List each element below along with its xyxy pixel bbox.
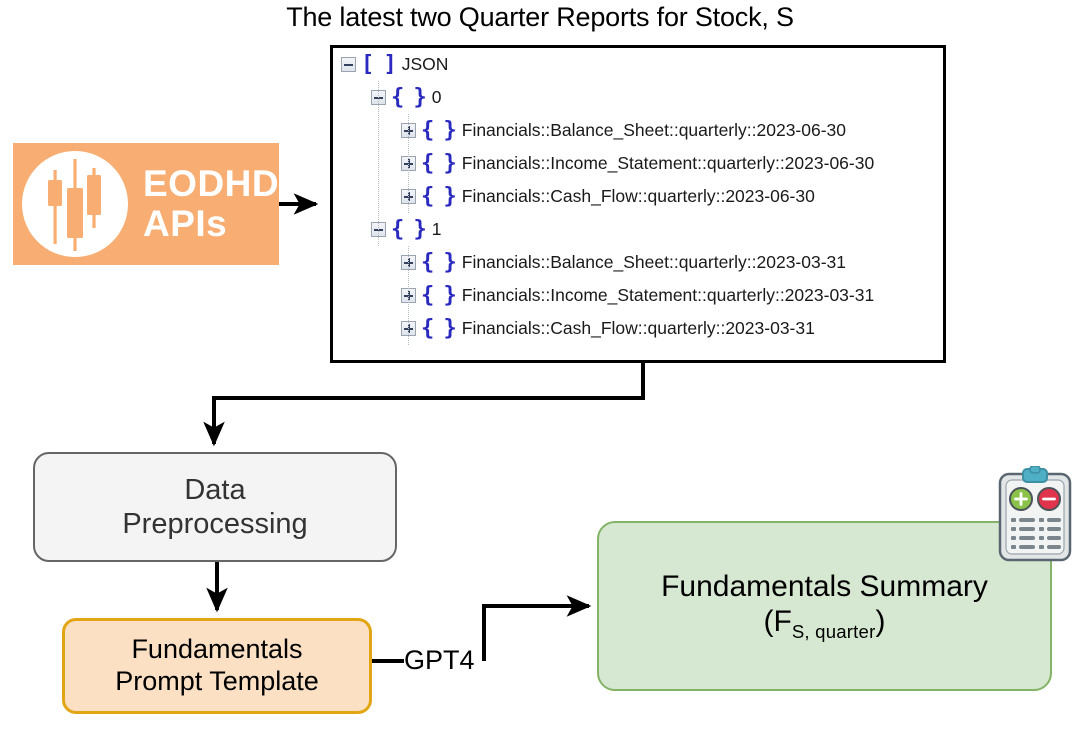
summary-line1: Fundamentals Summary [661, 569, 988, 603]
tree-guide-line [408, 246, 409, 345]
tree-row-label: 0 [431, 87, 442, 107]
node-fundamentals-summary[interactable]: Fundamentals Summary (FS, quarter) [597, 521, 1052, 691]
json-tree-panel[interactable]: [ ]JSON{ }0{ }Financials::Balance_Sheet:… [330, 45, 946, 363]
tree-row[interactable]: { }Financials::Income_Statement::quarter… [333, 147, 943, 180]
tree-row[interactable]: { }0 [333, 81, 943, 114]
json-bracket-icon: { } [421, 117, 457, 143]
tree-row[interactable]: { }1 [333, 213, 943, 246]
node-data-preprocessing[interactable]: Data Preprocessing [33, 452, 397, 562]
tree-row-label: Financials::Income_Statement::quarterly:… [461, 285, 875, 305]
tree-guide-line [408, 114, 409, 213]
eodhd-name-line1: EODHD [143, 163, 280, 205]
tree-row[interactable]: { }Financials::Cash_Flow::quarterly::202… [333, 312, 943, 345]
eodhd-name-line2: APIs [143, 203, 228, 244]
summary-text: Fundamentals Summary (FS, quarter) [647, 569, 1002, 643]
json-bracket-icon: { } [421, 315, 457, 341]
prompt-text: Fundamentals Prompt Template [115, 634, 319, 698]
preprocess-text: Data Preprocessing [122, 473, 307, 541]
summary-subscript: S, quarter [791, 621, 876, 643]
tree-row[interactable]: { }Financials::Balance_Sheet::quarterly:… [333, 246, 943, 279]
tree-row-label: Financials::Balance_Sheet::quarterly::20… [461, 120, 847, 140]
tree-row[interactable]: { }Financials::Cash_Flow::quarterly::202… [333, 180, 943, 213]
prompt-line1: Fundamentals [131, 634, 303, 665]
tree-row[interactable]: [ ]JSON [333, 48, 943, 81]
eodhd-apis-source[interactable]: EODHD APIs [13, 143, 279, 265]
json-tree-rows: [ ]JSON{ }0{ }Financials::Balance_Sheet:… [333, 48, 943, 345]
tree-row-label: Financials::Balance_Sheet::quarterly::20… [461, 252, 847, 272]
json-bracket-icon: { } [391, 84, 427, 110]
node-fundamentals-prompt-template[interactable]: Fundamentals Prompt Template [62, 618, 372, 714]
page-title: The latest two Quarter Reports for Stock… [286, 2, 794, 32]
json-bracket-icon: { } [421, 249, 457, 275]
preprocess-line1: Data [184, 473, 246, 506]
summary-paren-open: (F [763, 605, 792, 639]
json-bracket-icon: { } [391, 216, 427, 242]
tree-row-label: Financials::Cash_Flow::quarterly::2023-0… [461, 318, 815, 338]
tree-row[interactable]: { }Financials::Income_Statement::quarter… [333, 279, 943, 312]
json-bracket-icon: { } [421, 183, 457, 209]
tree-row-label: Financials::Income_Statement::quarterly:… [461, 153, 875, 173]
collapse-icon[interactable] [341, 57, 356, 72]
summary-line2: (FS, quarter) [661, 604, 988, 643]
prompt-line2: Prompt Template [115, 666, 319, 696]
eodhd-wordmark: EODHD APIs [143, 164, 279, 244]
edge-label-gpt4: GPT4 [404, 645, 475, 675]
json-bracket-icon: { } [421, 150, 457, 176]
tree-row-label: Financials::Cash_Flow::quarterly::2023-0… [461, 186, 815, 206]
json-bracket-icon: { } [421, 282, 457, 308]
tree-guide-line [378, 81, 379, 246]
candlestick-chart-icon [19, 148, 131, 260]
tree-row-label: 1 [431, 219, 442, 239]
tree-row[interactable]: { }Financials::Balance_Sheet::quarterly:… [333, 114, 943, 147]
edge-json-to-preprocess [203, 363, 645, 447]
clipboard-report-icon [997, 465, 1073, 562]
summary-paren-close: ) [875, 605, 886, 639]
json-bracket-icon: [ ] [361, 51, 397, 77]
tree-row-label: JSON [401, 54, 449, 74]
preprocess-line2: Preprocessing [122, 508, 308, 540]
